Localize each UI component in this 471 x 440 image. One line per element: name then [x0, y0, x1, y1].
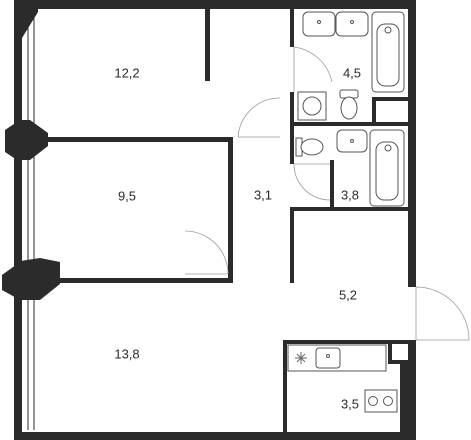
area-label-master-room: 13,8	[114, 346, 139, 361]
fixtures	[287, 11, 405, 413]
interior-walls	[48, 9, 408, 432]
area-label-corridor: 5,2	[339, 287, 357, 302]
area-label-living-room: 12,2	[114, 65, 139, 80]
area-label-bedroom: 9,5	[118, 188, 136, 203]
fridge-icon	[295, 352, 307, 364]
area-label-hallway: 3,1	[254, 187, 272, 202]
area-label-kitchen: 3,5	[341, 396, 359, 411]
outer-walls	[14, 0, 416, 440]
doors	[184, 46, 470, 341]
area-label-bathroom-2: 3,8	[341, 187, 359, 202]
area-label-bathroom-1: 4,5	[343, 65, 361, 80]
columns	[2, 120, 60, 300]
area-labels: 12,2 4,5 9,5 3,1 3,8 5,2 13,8 3,5	[114, 65, 361, 411]
